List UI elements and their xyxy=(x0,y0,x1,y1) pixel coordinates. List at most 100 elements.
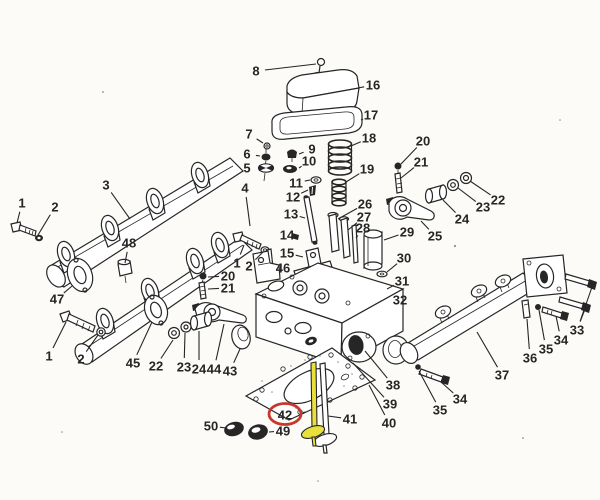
leader-line-41 xyxy=(327,415,342,419)
leader-line-12 xyxy=(300,189,309,194)
leader-line-1 xyxy=(16,211,21,224)
adjusting-screw-right xyxy=(394,172,403,194)
part-label-31: 31 xyxy=(395,274,409,289)
part-label-30: 30 xyxy=(397,251,411,266)
valve-plain xyxy=(312,362,338,454)
highlight-circle xyxy=(267,402,303,426)
valve-seal-left xyxy=(224,421,244,437)
leader-line-19 xyxy=(345,173,360,183)
part-label-27: 27 xyxy=(357,210,371,225)
part-label-15: 15 xyxy=(280,246,294,261)
part-label-26: 26 xyxy=(358,197,372,212)
part-label-45: 45 xyxy=(126,356,140,371)
valve-highlighted xyxy=(300,361,326,447)
core-plug xyxy=(231,324,251,350)
lock-pin xyxy=(291,233,299,240)
part-label-36: 36 xyxy=(523,351,537,366)
part-label-16: 16 xyxy=(366,78,380,93)
manifold-gasket-mid xyxy=(143,294,169,326)
stud-bolt-lower xyxy=(418,368,450,385)
valve-spring-inner xyxy=(331,178,347,207)
leader-line-45 xyxy=(136,321,153,356)
leader-line-44 xyxy=(215,323,225,361)
leader-line-17 xyxy=(360,118,364,121)
part-label-23: 23 xyxy=(177,360,191,375)
part-label-2: 2 xyxy=(51,200,58,215)
leader-line-7 xyxy=(256,138,264,144)
part-label-37: 37 xyxy=(495,368,509,383)
part-label-41: 41 xyxy=(343,412,357,427)
part-label-42: 42 xyxy=(278,408,292,423)
leader-line-33 xyxy=(579,308,586,322)
leader-line-48 xyxy=(124,251,128,264)
leader-line-20 xyxy=(207,275,220,278)
leader-line-8 xyxy=(264,63,317,71)
ball-check xyxy=(535,304,541,310)
part-label-5: 5 xyxy=(243,161,250,176)
adjusting-nut-middle xyxy=(199,272,207,283)
part-label-7: 7 xyxy=(245,127,252,142)
leader-line-6 xyxy=(255,154,261,157)
rocker-washer-middle xyxy=(180,321,192,333)
ball-check-lower xyxy=(415,364,421,370)
part-label-22: 22 xyxy=(491,193,505,208)
leader-line-28 xyxy=(355,235,359,239)
pipe-end-flange xyxy=(522,254,568,298)
bolt-lower-left xyxy=(59,310,96,333)
leader-line-18 xyxy=(350,141,362,147)
adjusting-nut-right xyxy=(394,162,402,173)
rocker-arm-right xyxy=(386,196,435,221)
leader-line-22 xyxy=(469,180,491,196)
pushrod-guides xyxy=(327,211,359,264)
tappet xyxy=(363,229,383,271)
leader-line-2 xyxy=(85,334,99,353)
leader-line-9 xyxy=(298,151,304,155)
leader-line-24 xyxy=(442,199,456,213)
part-label-4: 4 xyxy=(241,181,249,196)
part-label-46: 46 xyxy=(276,261,290,276)
rocker-nut-right xyxy=(459,171,473,185)
leader-line-16 xyxy=(357,86,365,89)
part-label-33: 33 xyxy=(570,323,584,338)
valve-cap-stack-left xyxy=(257,142,275,182)
flange-bolts xyxy=(558,273,597,313)
cylinder-head xyxy=(254,262,405,367)
leader-line-37 xyxy=(476,331,498,368)
water-outlet-pipe xyxy=(399,272,538,365)
leader-line-2 xyxy=(37,214,51,236)
part-label-24: 24 xyxy=(192,362,207,377)
leader-line-4 xyxy=(245,196,251,227)
leader-line-1 xyxy=(52,321,67,349)
part-label-17: 17 xyxy=(364,108,378,123)
valve-stem-rod xyxy=(303,195,318,245)
leader-line-36 xyxy=(526,318,530,350)
leader-line-20 xyxy=(400,147,418,165)
part-label-24: 24 xyxy=(455,212,470,227)
valve-cap-stack-right xyxy=(283,149,297,173)
leader-line-29 xyxy=(383,234,399,241)
part-label-11: 11 xyxy=(289,176,303,191)
part-label-43: 43 xyxy=(223,364,237,379)
part-label-23: 23 xyxy=(476,200,490,215)
part-label-10: 10 xyxy=(302,154,316,169)
part-label-21: 21 xyxy=(414,155,428,170)
part-label-13: 13 xyxy=(284,207,298,222)
leader-line-50 xyxy=(219,426,227,429)
manifold-clamp xyxy=(117,258,133,284)
part-label-35: 35 xyxy=(433,403,447,418)
leader-line-25 xyxy=(420,220,430,230)
leader-line-31 xyxy=(386,284,395,290)
cover-gasket xyxy=(271,106,363,140)
part-label-34: 34 xyxy=(554,333,569,348)
part-label-19: 19 xyxy=(360,162,374,177)
valve-spring-outer xyxy=(327,139,353,176)
leader-line-35 xyxy=(538,309,545,341)
leader-line-39 xyxy=(352,362,385,398)
part-label-1: 1 xyxy=(233,256,240,271)
support-bracket xyxy=(252,250,281,284)
part-label-12: 12 xyxy=(286,190,300,205)
part-label-20: 20 xyxy=(221,269,235,284)
